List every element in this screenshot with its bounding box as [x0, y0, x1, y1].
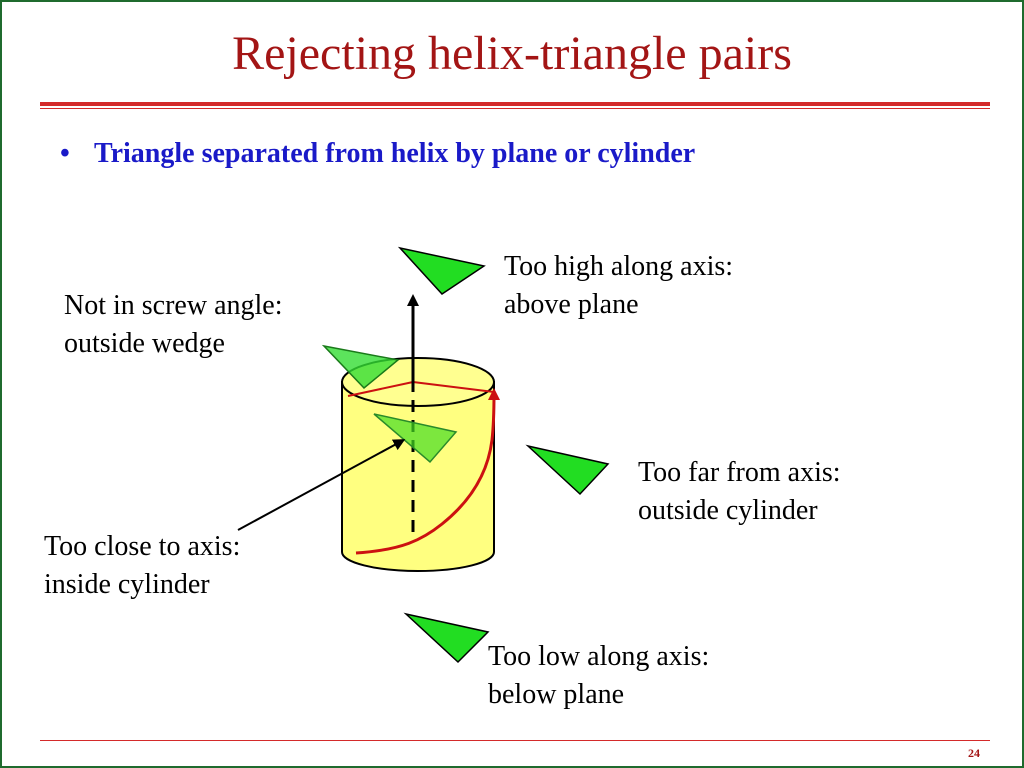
triangle-screw-angle: [321, 344, 400, 390]
label-too-far: Too far from axis: outside cylinder: [638, 454, 841, 530]
label-too-close-line2: inside cylinder: [44, 569, 210, 600]
label-too-high: Too high along axis: above plane: [504, 248, 733, 324]
label-too-close-line1: Too close to axis:: [44, 531, 241, 562]
label-too-high-line2: above plane: [504, 289, 639, 320]
label-screw-angle-line2: outside wedge: [64, 328, 225, 359]
label-too-close: Too close to axis: inside cylinder: [44, 528, 240, 604]
triangle-too-high: [397, 246, 486, 295]
label-too-far-line2: outside cylinder: [638, 495, 818, 526]
title-underline-thin: [40, 108, 990, 109]
triangle-too-low: [403, 612, 490, 664]
bullet-text: Triangle separated from helix by plane o…: [94, 138, 696, 169]
bullet-item: • Triangle separated from helix by plane …: [60, 136, 695, 172]
label-screw-angle-line1: Not in screw angle:: [64, 290, 283, 321]
label-too-low-line2: below plane: [488, 679, 625, 710]
footer-rule: [40, 740, 990, 741]
triangle-too-far: [525, 444, 610, 496]
page-number: 24: [968, 746, 980, 760]
screw-wedge: [347, 381, 495, 397]
slide-title: Rejecting helix-triangle pairs: [232, 27, 792, 80]
bullet-dot-icon: •: [60, 138, 70, 169]
label-too-high-line1: Too high along axis:: [504, 251, 734, 282]
title-underline: [40, 102, 990, 106]
triangle-too-close: [373, 413, 458, 464]
label-too-far-line1: Too far from axis:: [638, 457, 841, 488]
label-too-low-line1: Too low along axis:: [488, 641, 710, 672]
label-screw-angle: Not in screw angle: outside wedge: [64, 287, 283, 363]
pointer-arrow: [237, 439, 406, 531]
label-too-low: Too low along axis: below plane: [488, 638, 709, 714]
helix-curve: [355, 388, 500, 555]
